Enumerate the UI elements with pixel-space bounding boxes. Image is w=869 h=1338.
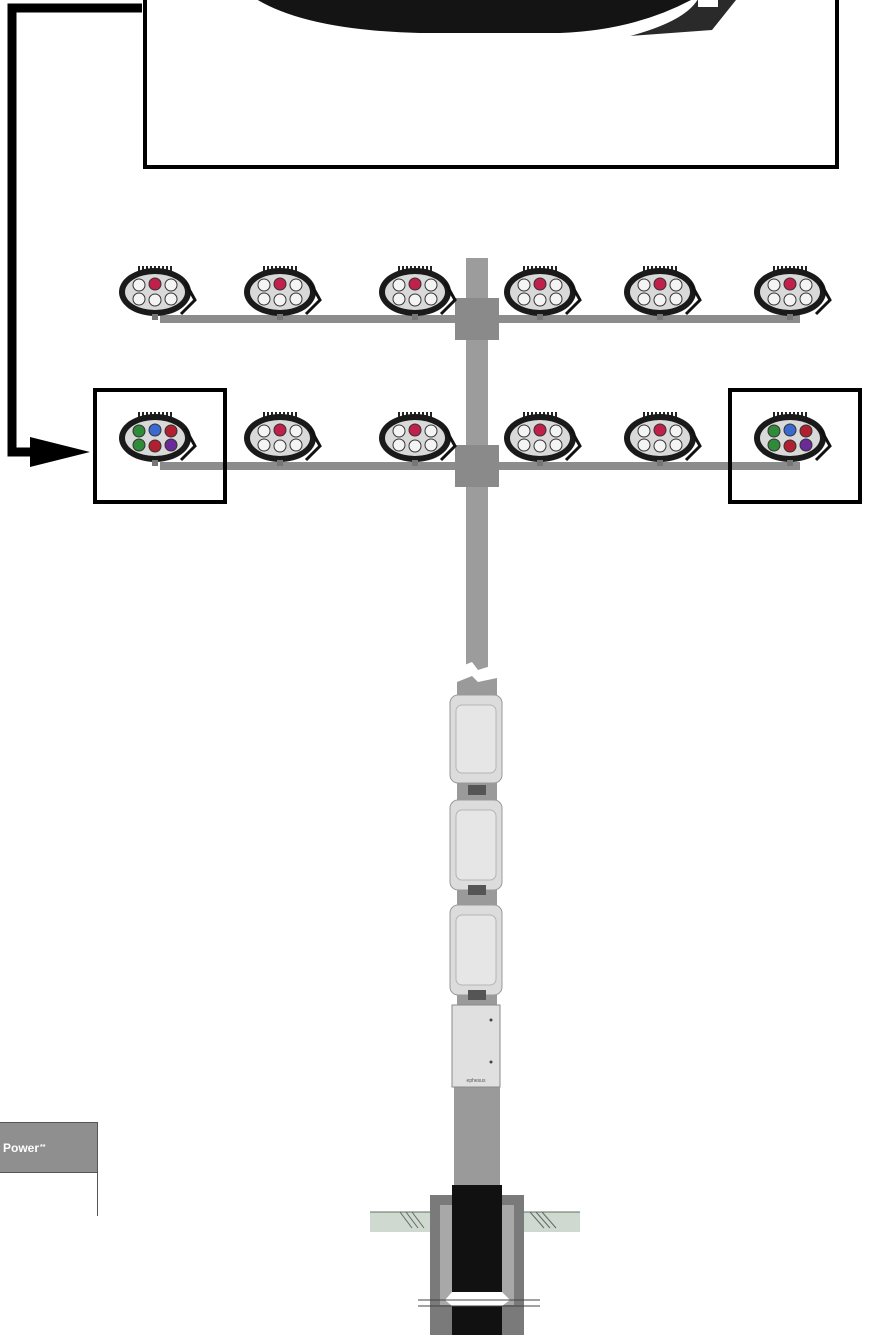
upper-row-fixture-5 — [624, 266, 700, 320]
callout-leader-arrow — [12, 8, 142, 467]
power-header-mark: ** — [40, 1144, 45, 1151]
upper-row-fixture-6 — [754, 266, 830, 320]
foundation — [370, 1185, 580, 1335]
power-table-header: Power** — [0, 1123, 97, 1173]
power-header-label: Power — [3, 1141, 39, 1155]
lower-row-fixture-4 — [504, 412, 580, 466]
upper-row-fixture-3 — [379, 266, 455, 320]
lower-row-fixture-5 — [624, 412, 700, 466]
lower-row-fixture-1 — [119, 412, 195, 466]
driver-enclosure-1 — [450, 695, 502, 795]
lower-row-fixture-6 — [754, 412, 830, 466]
cabinet-brand-label: ephesus — [456, 1078, 496, 1084]
control-cabinet — [452, 1005, 500, 1087]
driver-enclosure-3 — [450, 905, 502, 1000]
driver-enclosure-2 — [450, 800, 502, 895]
lower-row-fixture-3 — [379, 412, 455, 466]
upper-row-fixture-4 — [504, 266, 580, 320]
power-table-cell — [0, 1173, 97, 1216]
fixture-detail-image — [250, 0, 740, 36]
upper-row-fixture-2 — [244, 266, 320, 320]
power-table: Power** — [0, 1122, 98, 1216]
lower-row-fixture-2 — [244, 412, 320, 466]
upper-row-fixture-1 — [119, 266, 195, 320]
